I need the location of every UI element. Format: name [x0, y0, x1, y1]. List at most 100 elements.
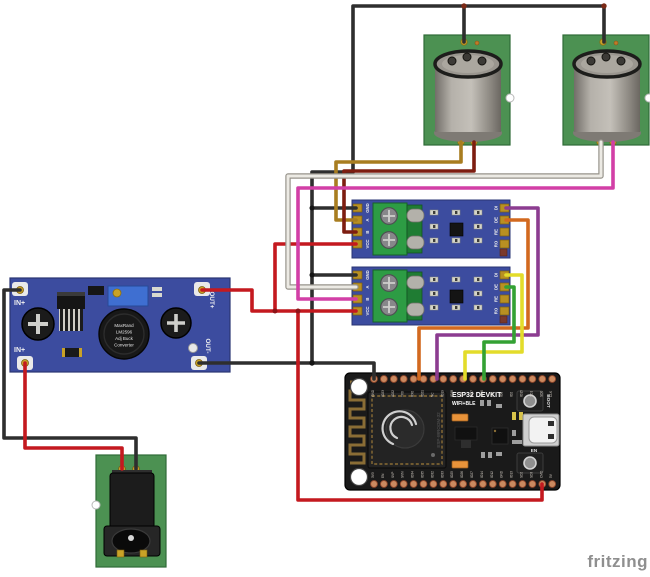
- esp32-pin-label: SVP: [391, 472, 395, 478]
- pump-motor-1[interactable]: [422, 33, 516, 147]
- esp32-bottom-pin-gnd[interactable]: [498, 480, 507, 488]
- esp32-bottom-pin-svp[interactable]: [389, 480, 398, 488]
- jack-solder-pad: [116, 549, 125, 558]
- esp32-top-pin-tx0[interactable]: [399, 375, 408, 383]
- esp32-bottom-pin-5v[interactable]: [548, 480, 557, 488]
- esp32-top-pin-io23[interactable]: [380, 375, 388, 383]
- driver-module-2[interactable]: [351, 266, 511, 326]
- en-button-cap[interactable]: [523, 456, 537, 470]
- regulator-tab: [461, 440, 471, 448]
- esp32-top-pin-io19[interactable]: [439, 375, 448, 383]
- esp32-pin-label: IO12: [490, 471, 494, 478]
- esp32-bottom-pin-io27[interactable]: [469, 480, 477, 488]
- boot-button-cap[interactable]: [523, 394, 537, 408]
- esp32-pin-label: SD0: [539, 391, 543, 397]
- esp32-top-pin-io22[interactable]: [389, 375, 398, 383]
- wroom-label: ESP-WROOM-32: [436, 412, 441, 448]
- pump-motor-2[interactable]: [561, 33, 650, 147]
- wire-gnd-motor-tops[interactable]: [462, 4, 606, 44]
- buck-label-out-top: OUT+: [208, 292, 215, 309]
- esp32-pin-label: IO14: [480, 471, 484, 478]
- regulator-tab: [57, 292, 85, 296]
- esp32-pin-label: SVN: [401, 471, 405, 478]
- esp32-bottom-pin-io34[interactable]: [409, 480, 418, 488]
- wire-driver2-de[interactable]: [482, 285, 516, 381]
- esp32-devkit[interactable]: ESP-WROOM-32 ESP32 DEVKIT WIFI+BLE BOOT …: [344, 372, 561, 491]
- wire-gnd-buck-esp32[interactable]: [197, 361, 376, 381]
- capacitor-vent-cross: [167, 314, 185, 332]
- jack-body: [109, 472, 155, 532]
- esp32-pin-label: IO34: [411, 471, 415, 478]
- esp32-bottom-pin-io32[interactable]: [429, 480, 438, 488]
- esp32-pin-label: IO4: [490, 392, 494, 397]
- esp32-pin-label: IO22: [391, 390, 395, 397]
- esp32-bottom-pin-io13[interactable]: [508, 480, 517, 488]
- esp32-pin-label: NC: [430, 392, 434, 397]
- smd-resistor: [152, 287, 162, 291]
- esp32-top-pin-io15[interactable]: [518, 375, 527, 383]
- buck-converter[interactable]: IN+ IN+ OUT+ OUT- MaxRand LM2596 Adj Buc…: [9, 277, 231, 373]
- esp32-top-pin-io0[interactable]: [498, 375, 507, 383]
- wire-jack-red[interactable]: [23, 361, 124, 471]
- esp32-pin-label: IO21: [421, 390, 425, 397]
- inductor-text: Adj Buck: [115, 336, 134, 341]
- mounting-hole: [349, 377, 369, 397]
- wire-vcc-driver1[interactable]: [273, 242, 358, 313]
- buck-label-out-bottom: OUT-: [204, 338, 211, 353]
- esp32-bottom-pin-io26[interactable]: [459, 480, 467, 488]
- voltage-regulator: [454, 426, 478, 441]
- wire-vcc-trunk[interactable]: [200, 288, 358, 313]
- shield-border: [371, 395, 443, 465]
- esp32-bottom-pin-io25[interactable]: [449, 480, 458, 488]
- esp32-pin-label: IO25: [450, 471, 454, 478]
- esp32-top-pin-sd1[interactable]: [528, 375, 537, 383]
- esp32-bottom-pin-sd2[interactable]: [518, 480, 527, 488]
- esp32-bottom-pin-io35[interactable]: [419, 480, 428, 488]
- esp32-top-pin-io17[interactable]: [469, 375, 477, 383]
- wire-pump2-a[interactable]: [286, 140, 603, 289]
- esp32-top-pin-io2[interactable]: [508, 375, 517, 383]
- esp32-top-pin-sd0[interactable]: [538, 375, 547, 383]
- usb-slot: [548, 421, 554, 426]
- esp32-bottom-pin-io12[interactable]: [488, 480, 497, 488]
- via-pad: [188, 343, 198, 353]
- driver-module-1[interactable]: [351, 199, 511, 259]
- mounting-hole: [349, 467, 369, 487]
- wire-driver2-di[interactable]: [463, 273, 524, 381]
- esp32-top-pin-io4[interactable]: [488, 375, 497, 383]
- wire-pump1-b[interactable]: [342, 140, 476, 234]
- barrel-jack-module[interactable]: [91, 454, 167, 568]
- esp32-bottom-pin-3v3[interactable]: [370, 480, 378, 488]
- buck-label-in-bottom: IN+: [14, 347, 25, 354]
- smd-capacitor: [451, 460, 469, 469]
- esp32-bottom-pin-svn[interactable]: [399, 480, 408, 488]
- esp32-top-pin-io18[interactable]: [449, 375, 458, 383]
- wire-pump2-b[interactable]: [296, 140, 615, 301]
- esp32-bottom-pin-io33[interactable]: [439, 480, 448, 488]
- smd-led: [519, 412, 523, 420]
- smd-diode: [62, 348, 82, 357]
- wire-driver1-de[interactable]: [417, 218, 530, 381]
- esp32-pin-label: IO5: [460, 392, 464, 397]
- wire-vcc-esp32[interactable]: [296, 309, 544, 502]
- esp32-top-pin-clk[interactable]: [548, 375, 557, 383]
- logo-swirl: [381, 410, 418, 446]
- regulator-ic: [57, 292, 85, 309]
- esp32-top-pin-io21[interactable]: [419, 375, 428, 383]
- trimpot-screw[interactable]: [112, 288, 122, 298]
- wire-driver1-di[interactable]: [435, 206, 540, 381]
- esp32-pin-label: RX0: [411, 391, 415, 397]
- esp32-bottom-pin-sd3[interactable]: [528, 480, 537, 488]
- inductor-text: MaxRand: [114, 323, 134, 328]
- smd-capacitor: [451, 413, 469, 422]
- esp32-bottom-pin-io14[interactable]: [479, 480, 487, 488]
- esp32-top-pin-rx0[interactable]: [409, 375, 418, 383]
- wire-jack-black[interactable]: [2, 288, 138, 471]
- wire-junctions: [272, 3, 607, 366]
- esp32-pin-label: IO15: [520, 390, 524, 397]
- buck-label-in-top: IN+: [14, 300, 25, 307]
- antenna-trace: [348, 380, 366, 465]
- esp32-pin-label: SD1: [529, 391, 533, 397]
- esp32-bottom-pin-en[interactable]: [380, 480, 388, 488]
